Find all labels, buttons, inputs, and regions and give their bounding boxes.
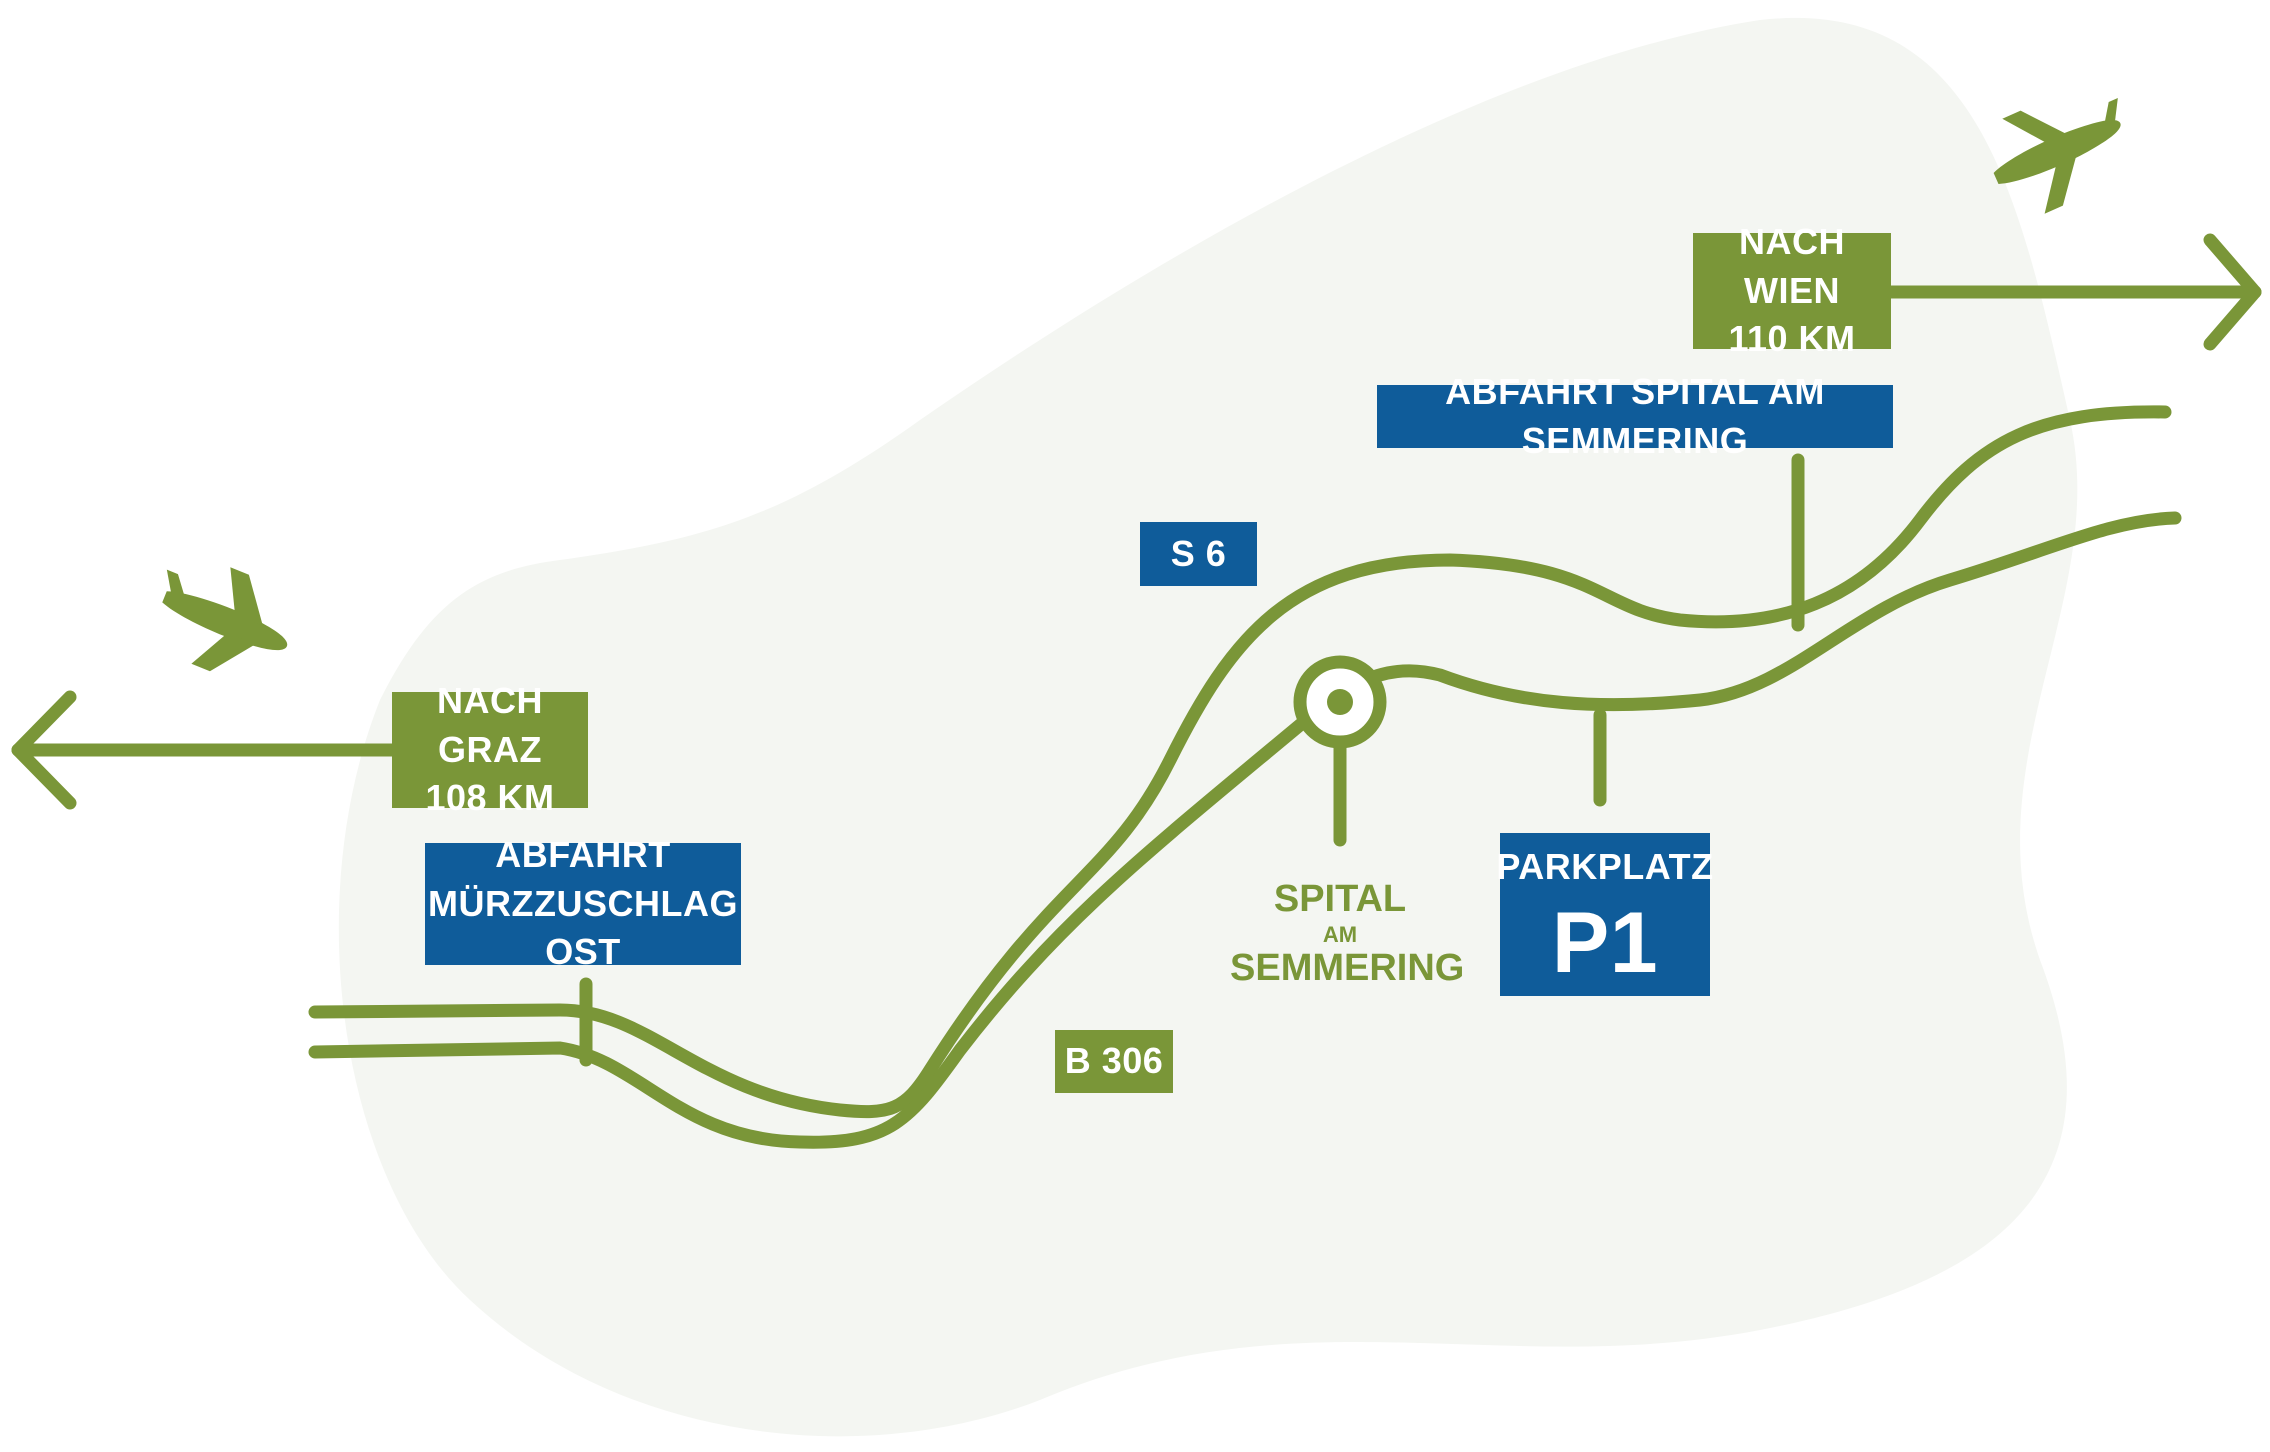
sign-nach-graz: NACH GRAZ 108 KM	[392, 680, 588, 818]
town-label-line1: SPITAL	[1273, 878, 1407, 920]
sign-parkplatz-number: P1	[1551, 894, 1659, 991]
background-area	[338, 17, 2078, 1437]
sign-parkplatz-label: PARKPLATZ	[1496, 846, 1714, 888]
sign-exit-spital: ABFAHRT SPITAL AM SEMMERING	[1377, 371, 1893, 461]
road-label-s6-text: S 6	[1170, 532, 1227, 574]
town-label-line3: SEMMERING	[1230, 946, 1465, 989]
arrow-right-icon	[1878, 233, 2262, 351]
sign-nach-wien: NACH WIEN 110 KM	[1693, 221, 1891, 359]
road-label-b306-text: B 306	[1064, 1040, 1164, 1082]
sign-exit-muerzzuschlag-line2: MÜRZZUSCHLAG OST	[428, 882, 738, 973]
highway-s6-road	[308, 405, 2172, 1119]
sign-nach-graz-line1: NACH GRAZ	[437, 680, 543, 770]
road-label-b306: B 306	[1055, 1030, 1173, 1093]
sign-exit-muerzzuschlag: ABFAHRT MÜRZZUSCHLAG OST	[425, 834, 741, 972]
arrow-left-icon	[11, 690, 402, 810]
sign-exit-spital-label: ABFAHRT SPITAL AM SEMMERING	[1445, 370, 1825, 461]
town-label-spital: SPITAL AM SEMMERING	[1230, 878, 1465, 991]
airplane-icon	[162, 567, 288, 672]
road-label-s6: S 6	[1140, 522, 1257, 586]
sign-parkplatz-p1: PARKPLATZ P1	[1496, 833, 1713, 996]
town-label-line2: AM	[1322, 921, 1358, 947]
sign-nach-wien-line1: NACH WIEN	[1739, 221, 1845, 311]
sign-nach-graz-line2: 108 KM	[425, 777, 555, 819]
sign-nach-wien-line2: 110 KM	[1728, 318, 1856, 360]
airplane-icon	[1993, 97, 2121, 214]
sign-exit-muerzzuschlag-line1: ABFAHRT	[495, 834, 671, 876]
roundabout-marker-icon	[1293, 655, 1387, 749]
